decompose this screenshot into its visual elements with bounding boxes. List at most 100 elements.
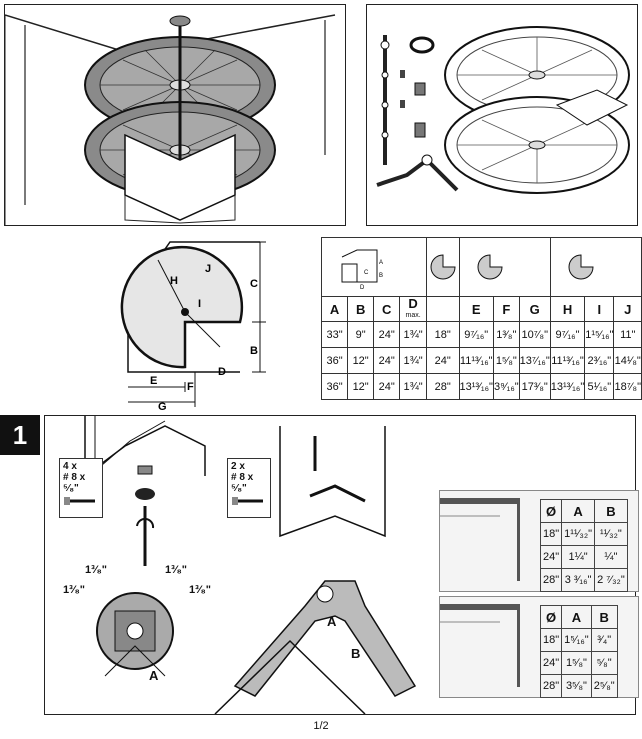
cabinet-drawing	[5, 14, 336, 225]
table-header-cell: B	[590, 605, 618, 629]
table-cell: 24"	[373, 347, 401, 374]
table-cell: 28"	[539, 674, 563, 698]
table-cell: 3⁵⁄₈"	[561, 674, 592, 698]
table-cell: 5¹⁄₁₆"	[584, 373, 615, 400]
col-h: H	[549, 296, 586, 322]
table-cell: 11¹³⁄₁₆"	[458, 347, 494, 374]
table-header-cell: A	[561, 605, 592, 629]
label-j: J	[205, 263, 211, 275]
screws-4x-box: 4 x # 8 x ⁵⁄₈"	[59, 458, 103, 518]
table-cell: 24"	[373, 373, 401, 400]
arm-label-a: A	[327, 614, 337, 629]
tray-edge-detail	[440, 498, 520, 581]
table-cell: 1¼"	[561, 545, 596, 569]
table-cell: 9⁷⁄₁₆"	[549, 321, 586, 348]
cabinet-icon-cell: A B C D	[321, 237, 427, 297]
table-cell: 18"	[425, 321, 460, 348]
table-cell: ³⁄₄"	[590, 628, 618, 652]
table-cell: 11¹³⁄₁₆"	[549, 347, 586, 374]
table-cell: 18"	[539, 522, 563, 546]
table-cell: 18⁷⁄₈"	[613, 373, 642, 400]
table-cell: 14¹⁄₈"	[613, 347, 642, 374]
parts-drawing	[376, 26, 630, 194]
svg-text:D: D	[360, 285, 365, 291]
cabinet-lazy-susan-illustration	[4, 4, 346, 226]
table-header-cell: Ø	[539, 499, 563, 523]
table-row: 18"1¹¹⁄₃₂"¹¹⁄₃₂"	[539, 522, 628, 546]
plan-view-svg: H I J C B D E F G	[120, 241, 266, 412]
col-a: A	[320, 296, 349, 322]
table-cell: 13¹³⁄₁₆"	[458, 373, 494, 400]
table-cell: ¼"	[594, 545, 628, 569]
table-row: 36"12"24"1¾"24"11¹³⁄₁₆"1⁵⁄₈"13⁷⁄₁₆"11¹³⁄…	[320, 347, 642, 374]
table-cell: 24"	[539, 651, 563, 675]
plan-view-diagram: H I J C B D E F G	[100, 232, 270, 412]
step-number: 1	[0, 415, 40, 455]
arm-label-b: B	[351, 646, 361, 661]
table-cell: 24"	[373, 321, 401, 348]
pie-tray-icon	[568, 254, 594, 280]
table-cell: 36"	[320, 373, 349, 400]
table-cell: 3⁹⁄₁₆"	[492, 373, 520, 400]
dim-a: A	[149, 668, 159, 683]
pie-tray-icon	[430, 254, 456, 280]
table-header-cell: A	[561, 499, 596, 523]
label-c: C	[250, 278, 258, 290]
table-header-cell: Ø	[539, 605, 563, 629]
svg-text:B: B	[379, 273, 383, 279]
table-cell: 3 ³⁄₁₆"	[561, 568, 596, 592]
table-cell: 1¾"	[399, 321, 427, 348]
table-cell: 9"	[347, 321, 375, 348]
table-cell: 12"	[347, 347, 375, 374]
label-d: D	[218, 366, 226, 378]
table-cell: 28"	[425, 373, 460, 400]
table-cell: 1⁵⁄₈"	[492, 347, 520, 374]
step-1-panel: 4 x # 8 x ⁵⁄₈" 2 x # 8 x ⁵⁄₈" 1³⁄₈" 1³⁄₈…	[44, 415, 639, 715]
label-f: F	[187, 381, 194, 393]
table-cell: 1¾"	[399, 373, 427, 400]
table-cell: 28"	[539, 568, 563, 592]
dim-3: 1³⁄₈"	[63, 584, 85, 596]
dimensions-table-body: 33"9"24"1¾"18"9⁷⁄₁₆"1³⁄₈"10⁷⁄₈"9⁷⁄₁₆"1¹⁵…	[320, 321, 642, 400]
label-b: B	[250, 345, 258, 357]
table-row: 24"1⁵⁄₈"⁵⁄₈"	[539, 651, 618, 675]
table-cell: 10⁷⁄₈"	[518, 321, 551, 348]
table-cell: 18"	[539, 628, 563, 652]
table-cell: 1³⁄₈"	[492, 321, 520, 348]
table-cell: 1¹⁵⁄₁₆"	[584, 321, 615, 348]
table-header-cell: B	[594, 499, 628, 523]
pie-tray-icon	[477, 254, 503, 280]
table-cell: 2 ⁷⁄₃₂"	[594, 568, 628, 592]
col-blank	[425, 296, 460, 322]
screw-icon	[232, 497, 263, 505]
col-b: B	[347, 296, 375, 322]
table-cell: 36"	[320, 347, 349, 374]
table-cell: 1¾"	[399, 347, 427, 374]
table-cell: 9⁷⁄₁₆"	[458, 321, 494, 348]
table-cell: 11"	[613, 321, 642, 348]
tray-icon-cell-fg	[458, 237, 551, 297]
table-row: 24"1¼"¼"	[539, 545, 628, 569]
col-e: E	[458, 296, 494, 322]
table-cell: 2³⁄₁₆"	[584, 347, 615, 374]
step-1-drawing	[84, 416, 417, 714]
table-cell: 13¹³⁄₁₆"	[549, 373, 586, 400]
kit-parts-illustration	[366, 4, 638, 226]
col-i: I	[584, 296, 615, 322]
table-cell: 33"	[320, 321, 349, 348]
cabinet-outline-icon: A B C D	[341, 249, 383, 291]
dim-1: 1³⁄₈"	[85, 564, 107, 576]
table-cell: 12"	[347, 373, 375, 400]
col-f: F	[492, 296, 520, 322]
table-row: 28"3⁵⁄₈"2⁵⁄₈"	[539, 674, 618, 698]
table-cell: 24"	[539, 545, 563, 569]
table-cell: 1⁵⁄₁₆"	[561, 628, 592, 652]
col-c: C	[373, 296, 401, 322]
